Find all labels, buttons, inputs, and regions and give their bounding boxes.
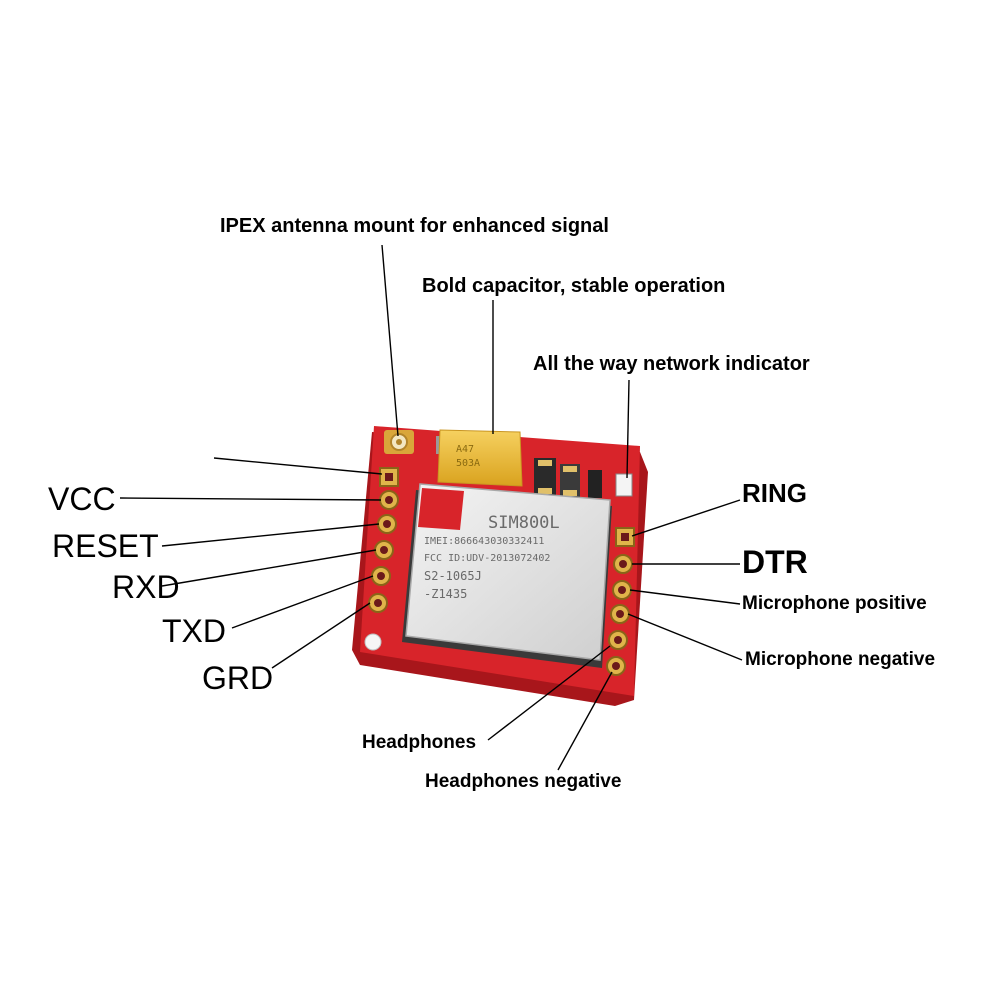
label-headphones: Headphones <box>362 732 477 753</box>
leader-txd <box>231 575 374 629</box>
leader-mic-pos <box>629 589 741 605</box>
leader-lines <box>119 244 743 771</box>
label-network: All the way network indicator <box>533 353 810 375</box>
leader-vcc <box>119 497 382 501</box>
label-capacitor: Bold capacitor, stable operation <box>422 275 726 297</box>
leader-headphones-neg <box>557 671 613 771</box>
smd-components <box>534 458 633 498</box>
chip-code-2: -Z1435 <box>424 587 467 601</box>
label-txd: TXD <box>162 613 226 649</box>
right-pin-header <box>606 527 635 676</box>
leader-ring <box>631 499 741 537</box>
cap-mark-2: 503A <box>456 458 480 469</box>
leader-mic-neg <box>627 613 743 661</box>
leader-reset <box>161 523 380 547</box>
ipex-mount <box>384 430 414 454</box>
mounting-hole <box>364 633 382 651</box>
label-reset: RESET <box>52 528 159 564</box>
network-led <box>615 473 633 497</box>
label-headphones-negative: Headphones negative <box>425 771 622 792</box>
label-ring: RING <box>742 478 807 508</box>
sim800l-shield: SIM800L IMEI:866643030332411 FCC ID:UDV-… <box>402 483 612 668</box>
chip-imei: IMEI:866643030332411 <box>424 536 544 547</box>
leader-network <box>626 379 630 479</box>
cap-mark-1: A47 <box>456 444 474 455</box>
label-mic-neg: Microphone negative <box>745 649 936 670</box>
leader-rxd <box>161 549 377 587</box>
label-grd: GRD <box>202 660 274 696</box>
chip-code-1: S2-1065J <box>424 569 482 583</box>
capacitor: A47 503A <box>436 429 523 487</box>
chip-model: SIM800L <box>488 513 560 533</box>
label-rxd: RXD <box>112 569 180 605</box>
label-dtr: DTR <box>742 544 808 580</box>
label-mic-pos: Microphone positive <box>742 593 927 614</box>
chip-fcc: FCC ID:UDV-2013072402 <box>424 553 550 564</box>
leader-top-left-pin <box>213 457 383 475</box>
leader-ipex <box>381 244 399 437</box>
leader-grd <box>271 602 371 669</box>
leader-headphones <box>487 645 611 741</box>
label-vcc: VCC <box>48 481 116 517</box>
label-ipex: IPEX antenna mount for enhanced signal <box>220 215 609 237</box>
